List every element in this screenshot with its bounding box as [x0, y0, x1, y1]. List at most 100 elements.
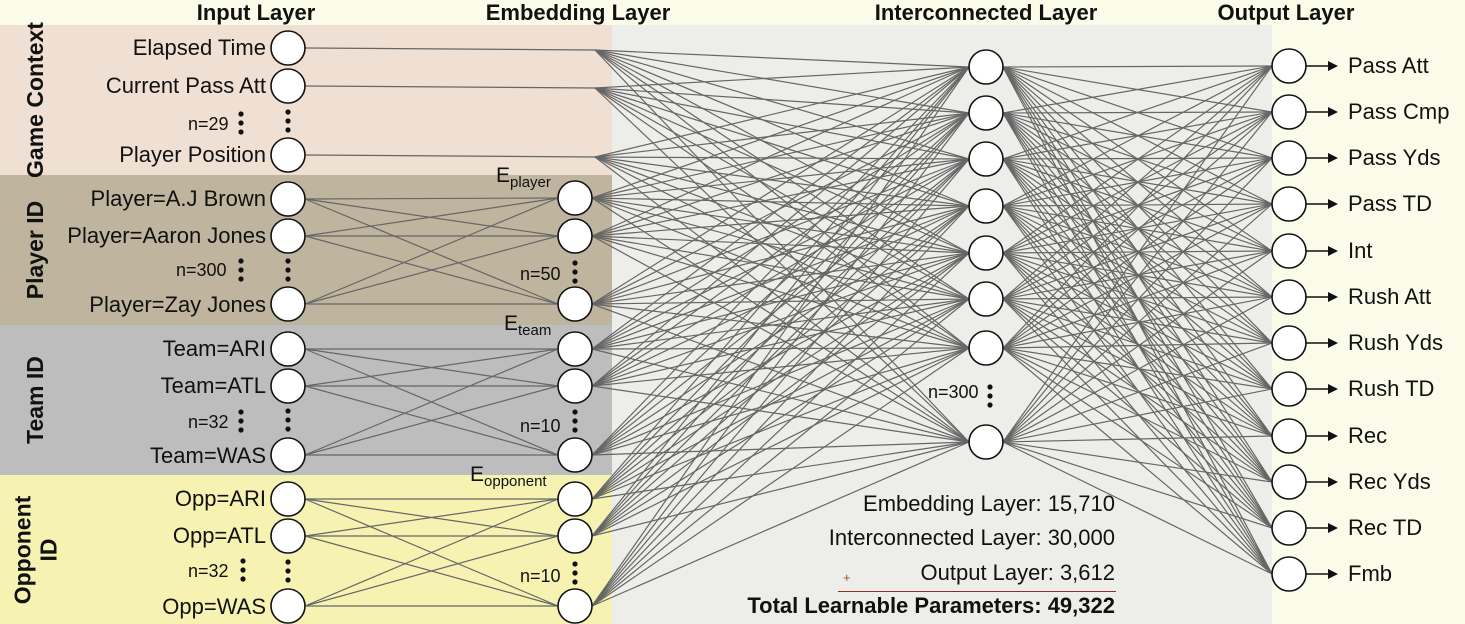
embedding-label-team: Eteam	[504, 312, 552, 339]
input-label-opp-was: Opp=WAS	[162, 594, 266, 619]
edge-hidden-to-output	[1002, 296, 1273, 443]
output-label-rec: Rec	[1348, 423, 1388, 448]
edge-player-embed-to-hidden	[591, 235, 970, 443]
edge-hidden-to-output	[1002, 250, 1273, 443]
edge-opponent-embed-to-hidden	[591, 158, 970, 607]
ellipsis-opponent-inputs-dot	[285, 559, 291, 565]
edge-player-to-embed	[304, 235, 559, 305]
input-label-team-ari: Team=ARI	[162, 336, 266, 361]
edge-hidden-to-output	[1002, 441, 1273, 483]
input-node-context	[270, 137, 306, 173]
ellipsis-opponent-inputs-dot	[285, 568, 291, 574]
edge-opponent-embed-to-hidden	[591, 298, 970, 607]
edge-context-to-hidden	[594, 156, 970, 207]
edge-team-embed-to-hidden	[591, 298, 970, 456]
edge-team-embed-to-hidden	[591, 112, 970, 456]
edge-player-embed-to-hidden	[591, 235, 970, 254]
edge-opponent-embed-to-hidden	[591, 66, 970, 537]
ellipsis-team-count-dot	[238, 427, 244, 433]
edge-hidden-to-output	[1002, 342, 1273, 349]
embedding-node-player	[557, 218, 593, 254]
count-player: n=300	[176, 260, 227, 280]
edge-player-embed-to-hidden	[591, 158, 970, 199]
edge-player-embed-to-hidden	[591, 235, 970, 349]
edge-player-embed-to-hidden	[591, 66, 970, 199]
edge-hidden-to-output	[1002, 157, 1273, 443]
output-arrow-head	[1328, 431, 1338, 441]
output-node	[1271, 464, 1307, 500]
edge-team-embed-to-hidden	[591, 252, 970, 456]
edge-hidden-to-output	[1002, 203, 1273, 349]
ellipsis-embed-opponent-dot	[572, 561, 578, 567]
edge-team-to-embed	[304, 348, 559, 387]
edge-context-to-hidden	[594, 49, 970, 254]
ellipsis-embed-team-dot	[572, 409, 578, 415]
edge-team-embed-to-hidden	[591, 348, 970, 443]
embedding-node-player	[557, 286, 593, 322]
edge-hidden-to-output	[1002, 65, 1273, 254]
edge-context-to-hidden	[594, 87, 970, 349]
edge-hidden-to-output	[1002, 157, 1273, 300]
edge-hidden-to-output	[1002, 441, 1273, 529]
edge-team-embed-to-hidden	[591, 66, 970, 456]
input-label-player-aj-brown: Player=A.J Brown	[90, 186, 266, 211]
hidden-node	[968, 281, 1004, 317]
edge-hidden-to-output	[1002, 65, 1273, 300]
output-label-rec-td: Rec TD	[1348, 515, 1423, 540]
edge-team-embed-to-hidden	[591, 347, 970, 387]
edge-team-embed-to-hidden	[591, 298, 970, 387]
output-arrow-head	[1328, 246, 1338, 256]
output-label-pass-yds: Pass Yds	[1348, 145, 1441, 170]
edge-context-to-hidden	[594, 87, 970, 443]
output-node	[1271, 48, 1307, 84]
edge-player-embed-to-hidden	[591, 197, 970, 254]
input-node-player	[270, 218, 306, 254]
output-arrow-head	[1328, 153, 1338, 163]
ellipsis-team-count-dot	[238, 418, 244, 424]
stat-embedding-layer: Embedding Layer: 15,710	[863, 491, 1115, 516]
edge-context-to-hidden	[594, 49, 970, 160]
edge-hidden-to-output	[1002, 203, 1273, 300]
edge-player-embed-to-hidden	[591, 66, 970, 237]
input-node-context	[270, 68, 306, 104]
ellipsis-context-count-dot	[238, 129, 244, 135]
input-node-opponent	[270, 588, 306, 624]
output-node	[1271, 233, 1307, 269]
edge-team-embed-to-hidden	[591, 112, 970, 387]
input-node-context	[270, 30, 306, 66]
output-label-rec-yds: Rec Yds	[1348, 469, 1431, 494]
edge-hidden-to-output	[1002, 111, 1273, 300]
edge-hidden-to-output	[1002, 65, 1273, 207]
edge-hidden-to-output	[1002, 111, 1273, 349]
input-node-player	[270, 181, 306, 217]
edge-player-embed-to-hidden	[591, 66, 970, 305]
stat-interconnected-layer: Interconnected Layer: 30,000	[828, 525, 1115, 550]
edge-context-to-hidden	[594, 87, 970, 114]
output-node	[1271, 510, 1307, 546]
ellipsis-opponent-count-dot	[240, 576, 246, 582]
output-node	[1271, 279, 1307, 315]
edge-team-embed-to-hidden	[591, 252, 970, 387]
ellipsis-context-inputs-dot	[285, 118, 291, 124]
edge-opponent-embed-to-hidden	[591, 441, 970, 537]
edge-context-to-hidden	[594, 66, 970, 89]
output-arrow-head	[1328, 61, 1338, 71]
input-label-team-was: Team=WAS	[150, 443, 266, 468]
edge-team-embed-to-hidden	[591, 385, 970, 443]
ellipsis-context-count-dot	[238, 120, 244, 126]
edge-team-embed-to-hidden	[591, 158, 970, 387]
output-node	[1271, 371, 1307, 407]
edge-opponent-embed-to-hidden	[591, 347, 970, 537]
edge-hidden-to-output	[1002, 388, 1273, 443]
embedding-node-opponent	[557, 481, 593, 517]
output-node	[1271, 556, 1307, 592]
input-label-opp-atl: Opp=ATL	[172, 523, 266, 548]
ellipsis-hidden-dot	[987, 402, 993, 408]
plus-sign: +	[843, 570, 851, 585]
edge-team-embed-to-hidden	[591, 205, 970, 387]
edge-player-to-embed	[304, 197, 559, 200]
input-label-team-atl: Team=ATL	[160, 373, 266, 398]
output-label-rush-att: Rush Att	[1348, 284, 1432, 309]
edge-context-to-hidden	[594, 156, 970, 349]
